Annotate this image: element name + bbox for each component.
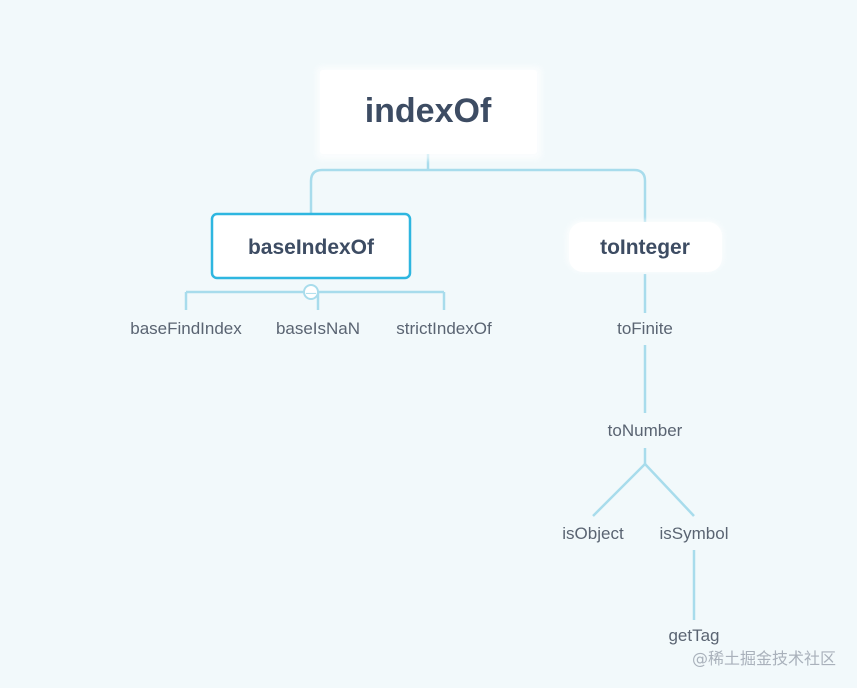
- collapse-toggle[interactable]: —: [303, 284, 319, 300]
- node-isObject[interactable]: isObject: [562, 524, 624, 543]
- node-toFinite[interactable]: toFinite: [617, 319, 673, 338]
- node-toInteger[interactable]: toInteger: [566, 220, 724, 272]
- edge-root-to-baseIndexOf: [309, 168, 428, 214]
- node-baseIsNaN[interactable]: baseIsNaN: [276, 319, 360, 338]
- node-baseIndexOf[interactable]: baseIndexOf: [210, 212, 412, 280]
- node-label-baseIndexOf: baseIndexOf: [248, 236, 375, 259]
- node-indexOf[interactable]: indexOf: [316, 66, 542, 160]
- edge-to-isSymbol: [644, 463, 695, 517]
- edge-to-isObject: [592, 463, 646, 517]
- node-toNumber[interactable]: toNumber: [608, 421, 683, 440]
- node-label-indexOf: indexOf: [365, 92, 492, 130]
- node-label-toInteger: toInteger: [600, 236, 690, 259]
- node-isSymbol[interactable]: isSymbol: [660, 524, 729, 543]
- edge-root-to-toInteger: [428, 168, 647, 222]
- node-getTag[interactable]: getTag: [668, 626, 719, 645]
- node-strictIndexOf[interactable]: strictIndexOf: [396, 319, 492, 338]
- node-baseFindIndex[interactable]: baseFindIndex: [130, 319, 242, 338]
- watermark: @稀土掘金技术社区: [692, 649, 836, 668]
- collapse-symbol: —: [306, 288, 316, 299]
